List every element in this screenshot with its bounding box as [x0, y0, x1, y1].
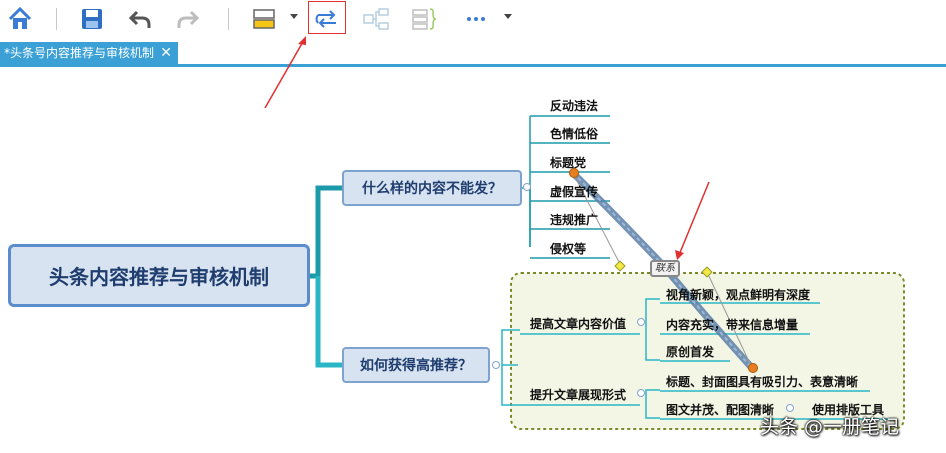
layout-icon — [253, 9, 275, 29]
redo-button[interactable] — [172, 4, 204, 34]
branch-high-recommendation[interactable]: 如何获得高推荐？ — [342, 347, 490, 383]
chevron-down-icon[interactable] — [290, 14, 298, 19]
highlight-annotation — [308, 1, 346, 34]
collapse-toggle[interactable] — [523, 183, 531, 191]
relationship-label[interactable]: 联系 — [650, 260, 680, 277]
layout-button[interactable] — [248, 4, 280, 34]
home-icon — [8, 6, 32, 29]
tab-title: *头条号内容推荐与审核机制 — [4, 46, 155, 60]
toolbar — [0, 0, 946, 40]
leaf-forbidden-0[interactable]: 反动违法 — [550, 98, 599, 113]
redo-icon — [177, 10, 200, 28]
leaf-forbidden-4[interactable]: 违规推广 — [550, 212, 599, 227]
more-icon — [467, 17, 485, 21]
leaf-forbidden-5[interactable]: 侵权等 — [550, 241, 587, 256]
relationship-endpoint[interactable] — [569, 168, 579, 178]
leaf-presentation-1[interactable]: 图文并茂、配图清晰 — [666, 402, 775, 417]
watermark: 头条 @一册笔记 — [760, 416, 900, 438]
root-topic[interactable]: 头条内容推荐与审核机制 — [8, 244, 310, 307]
sub-topic-content-value[interactable]: 提高文章内容价值 — [530, 316, 627, 331]
leaf-forbidden-2[interactable]: 标题党 — [550, 155, 587, 170]
home-button[interactable] — [4, 4, 36, 34]
close-icon[interactable]: ✕ — [160, 45, 172, 61]
summary-button[interactable] — [408, 4, 440, 34]
undo-button[interactable] — [124, 4, 156, 34]
leaf-forbidden-1[interactable]: 色情低俗 — [550, 126, 599, 141]
leaf-forbidden-3[interactable]: 虚假宣传 — [550, 184, 599, 199]
relationship-endpoint[interactable] — [748, 363, 758, 373]
undo-icon — [128, 10, 151, 28]
save-button[interactable] — [76, 4, 108, 34]
leaf-content-value-2[interactable]: 原创首发 — [666, 344, 715, 359]
branch-forbidden-content[interactable]: 什么样的内容不能发？ — [342, 170, 522, 206]
leaf-content-value-1[interactable]: 内容充实，带来信息增量 — [666, 317, 799, 332]
toolbar-separator — [228, 8, 229, 30]
save-icon — [82, 9, 102, 29]
leaf-content-value-0[interactable]: 视角新颖，观点鲜明有深度 — [666, 287, 811, 302]
leaf-presentation-0[interactable]: 标题、封面图具有吸引力、表意清晰 — [666, 374, 859, 389]
tab-document[interactable]: *头条号内容推荐与审核机制 ✕ — [0, 42, 178, 64]
collapse-toggle[interactable] — [637, 389, 645, 397]
relationship-icon — [315, 10, 336, 28]
collapse-toggle[interactable] — [492, 361, 500, 369]
toolbar-separator — [56, 8, 57, 30]
structure-button[interactable] — [360, 4, 392, 34]
more-button[interactable] — [460, 4, 492, 34]
leaf-presentation-2[interactable]: 使用排版工具 — [812, 402, 885, 417]
collapse-toggle[interactable] — [637, 318, 645, 326]
tab-underline — [0, 64, 946, 67]
collapse-toggle[interactable] — [786, 404, 794, 412]
sub-topic-presentation[interactable]: 提升文章展现形式 — [530, 387, 627, 402]
summary-icon — [412, 8, 437, 30]
structure-icon — [363, 8, 389, 30]
chevron-down-icon[interactable] — [504, 14, 512, 19]
relationship-button[interactable] — [311, 4, 343, 34]
